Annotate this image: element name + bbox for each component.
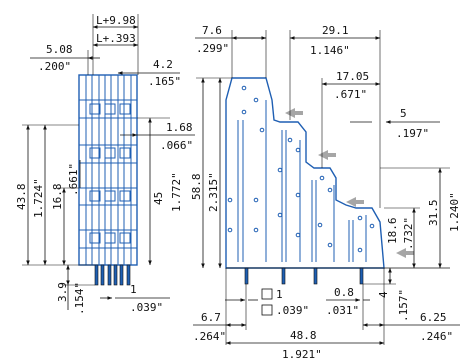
height-in: 2.315" [207,172,220,212]
dim-width: 5.08 .200" [30,43,100,75]
dim-pin-width: 1 .039" [100,283,170,314]
square-symbol-icon [261,304,273,316]
dim-body-height: 45 1.772" [137,117,183,266]
dim-low-height: 18.6 .732" [384,207,420,269]
pin-width-mm: 1 [130,283,137,296]
dim-left-offset: 6.7 .264" [193,268,247,345]
dim-right-offset: 6.25 .246" [362,268,460,345]
right-view: 7.6 .299" 29.1 1.146" 17.05 .671" 5 .197… [190,24,461,361]
pitch-formula-mm: L+9.98 [96,14,136,27]
dim-pin-square: 1 .039" [225,288,309,317]
width-mm: 5.08 [46,43,73,56]
dim-step2: 17.05 .671" [321,70,381,168]
dim-top-offset: 4.2 .165" [117,58,181,88]
step3-in: .197" [396,127,429,140]
dim-top-span: 29.1 1.146" [289,24,381,208]
top-offset-mm: 4.2 [153,58,173,71]
total-width-in: 1.921" [282,348,322,361]
total-height-mm: 43.8 [15,184,28,211]
dim-pitch: L+9.98 L+.393 [92,14,139,75]
top-offset-in: .165" [148,75,181,88]
dim-pin-length: 3.9 .154" [56,264,95,315]
right-pin-length-in: .157" [397,289,410,322]
mid-height-in: .661" [67,163,80,196]
body-height-in: 1.772" [170,172,183,212]
step-in: .066" [160,139,193,152]
dim-step3: 5 .197" [350,107,440,140]
height-mm: 58.8 [190,174,203,201]
pin-width-in: .039" [130,301,163,314]
dim-right-height: 31.5 1.240" [380,167,461,269]
right-height-in: 1.240" [448,192,461,232]
pin-square-mm: 1 [276,288,283,301]
low-height-in: .732" [402,217,415,250]
body-height-mm: 45 [152,192,165,205]
low-height-mm: 18.6 [386,218,399,245]
mid-height-mm: 16.8 [51,184,64,211]
dim-top-left: 7.6 .299" [195,24,267,78]
top-span-in: 1.146" [310,44,350,57]
pin-thickness-mm: 0.8 [334,286,354,299]
dim-step: 1.68 .066" [120,121,195,152]
right-body-outline [225,77,385,269]
pin-length-mm: 3.9 [56,282,69,302]
right-pins [244,267,364,285]
top-left-in: .299" [196,42,229,55]
dim-total-width: 48.8 1.921" [225,329,385,361]
pin-thickness-in: .031" [326,304,359,317]
step-mm: 1.68 [166,121,193,134]
step3-mm: 5 [400,107,407,120]
left-offset-in: .264" [193,330,226,343]
left-body-outline [78,74,138,266]
step2-in: .671" [334,88,367,101]
square-symbol-icon [261,288,273,300]
right-pin-length-mm: 4 [377,291,390,298]
dim-pin-thickness: 0.8 .031" [326,286,370,317]
top-span-mm: 29.1 [322,24,349,37]
pin-length-in: .154" [73,282,86,315]
right-offset-mm: 6.25 [420,311,447,324]
pin-square-in: .039" [276,304,309,317]
dim-height: 58.8 2.315" [190,77,232,269]
top-left-mm: 7.6 [202,24,222,37]
dim-right-pin-length: 4 .157" [363,267,410,322]
left-pins [94,264,131,286]
total-height-in: 1.724" [32,178,45,218]
right-holes [227,85,375,253]
step2-mm: 17.05 [336,70,369,83]
right-inner-lines [237,100,367,262]
wire-entry-arrows [285,108,414,258]
width-in: .200" [38,60,71,73]
pitch-formula-in: L+.393 [96,32,136,45]
dim-total-height: 43.8 1.724" [15,124,95,266]
left-offset-mm: 6.7 [201,311,221,324]
dim-mid-height: 16.8 .661" [51,160,81,266]
right-offset-in: .246" [420,330,453,343]
total-width-mm: 48.8 [290,329,317,342]
left-view: L+9.98 L+.393 5.08 .200" 4.2 .165" 1.68 … [15,14,195,315]
right-height-mm: 31.5 [427,200,440,227]
